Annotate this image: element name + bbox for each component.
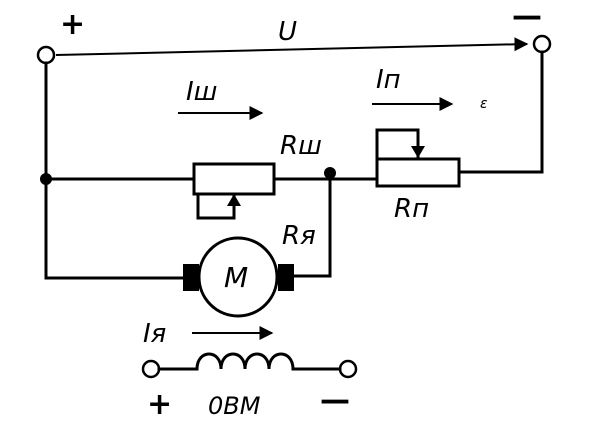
starting-wiper-arrowhead [411,146,425,158]
shunt-rheostat [192,162,276,196]
shunt-current-label: Iш [186,77,217,107]
shunt-resistor-label: Rш [280,131,322,161]
supply-minus-sign: — [512,0,542,34]
field-minus-terminal [338,359,358,379]
supply-plus-terminal [36,45,56,65]
starting-resistor-label: Rп [394,194,429,224]
shunt-rheostat-wiper [196,192,236,220]
shunt-wiper-arrowhead [227,194,241,206]
armature-current-label: Iя [143,319,166,349]
motor-brush-right [278,264,294,291]
armature-wire [292,171,332,278]
voltage-label: U [278,17,297,47]
supply-minus-terminal [532,34,552,54]
right-wire [457,50,544,174]
motor-brush-left [183,264,199,291]
motor-label: M [224,261,248,294]
field-winding-label: 0BM [208,392,261,420]
field-plus-sign: + [147,387,172,422]
starting-rheostat-wiper [375,128,420,161]
voltage-arrow [55,37,529,56]
supply-plus-sign: + [60,7,85,42]
left-wire [44,61,190,280]
stray-mark: ɛ [480,96,488,112]
starting-rheostat [375,157,461,188]
armature-resistor-label: Rя [282,221,316,251]
starting-current-label: Iп [376,65,401,95]
field-winding-coil [195,352,295,371]
field-minus-sign: — [320,383,350,418]
field-plus-terminal [141,359,161,379]
